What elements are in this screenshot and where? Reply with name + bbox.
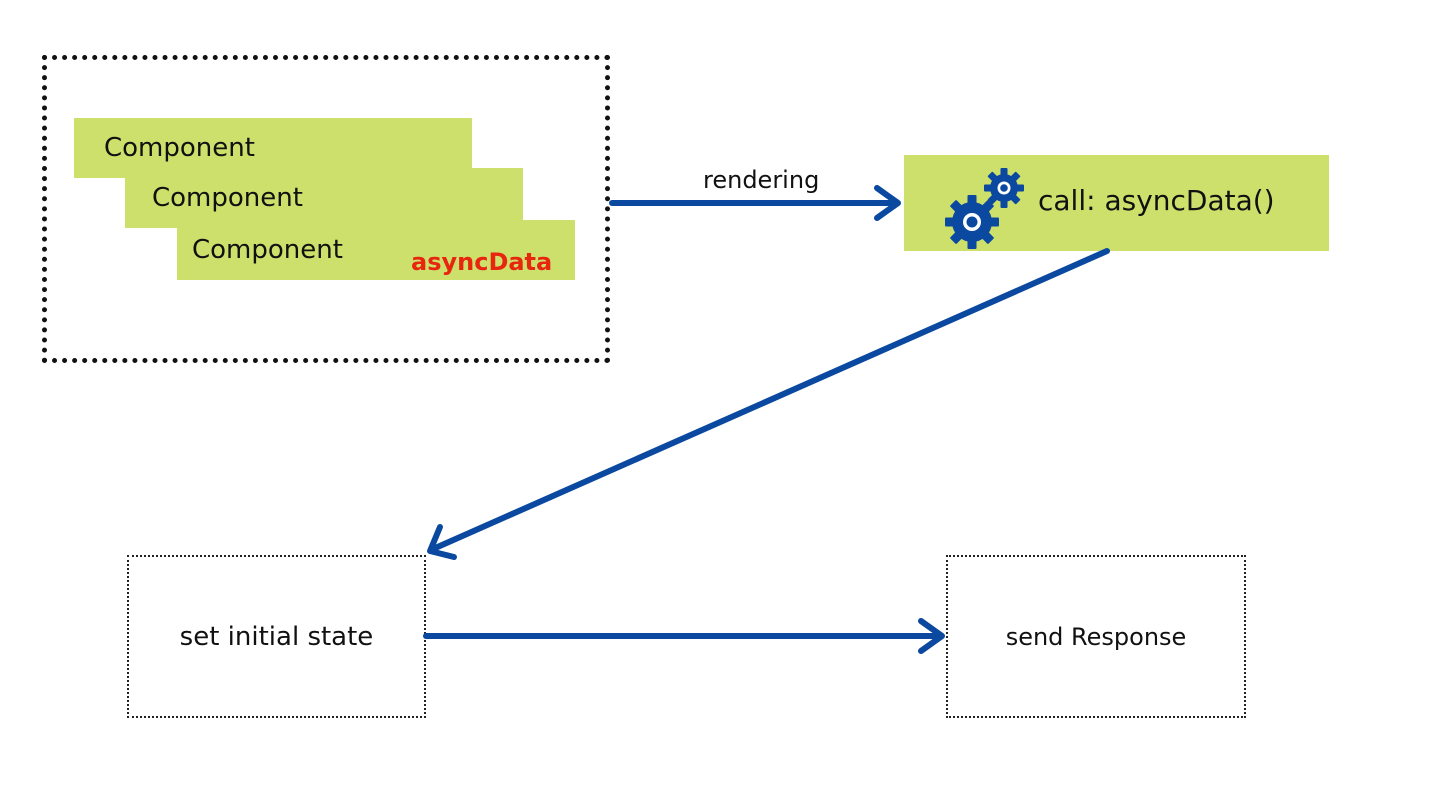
rendering-edge-label: rendering	[703, 166, 820, 194]
arrow-to-initial-state	[427, 248, 1110, 560]
set-initial-state-label: set initial state	[179, 621, 374, 652]
async-data-label: asyncData	[411, 248, 553, 276]
send-response-box: send Response	[946, 555, 1246, 718]
set-initial-state-box: set initial state	[127, 555, 426, 718]
send-response-label: send Response	[1005, 622, 1187, 651]
component-level-2: Component	[125, 168, 523, 228]
component-tree-group	[42, 55, 610, 363]
gears-icon	[945, 168, 1024, 249]
arrow-rendering	[609, 185, 901, 221]
component-label: Component	[104, 133, 255, 163]
small-gear-icon	[984, 168, 1024, 208]
component-label: Component	[152, 183, 303, 213]
large-gear-icon	[945, 195, 999, 249]
component-label: Component	[192, 235, 343, 265]
arrow-to-send-response	[423, 618, 945, 654]
component-level-3: Component	[177, 220, 575, 280]
call-async-data-label: call: asyncData()	[1038, 184, 1275, 217]
